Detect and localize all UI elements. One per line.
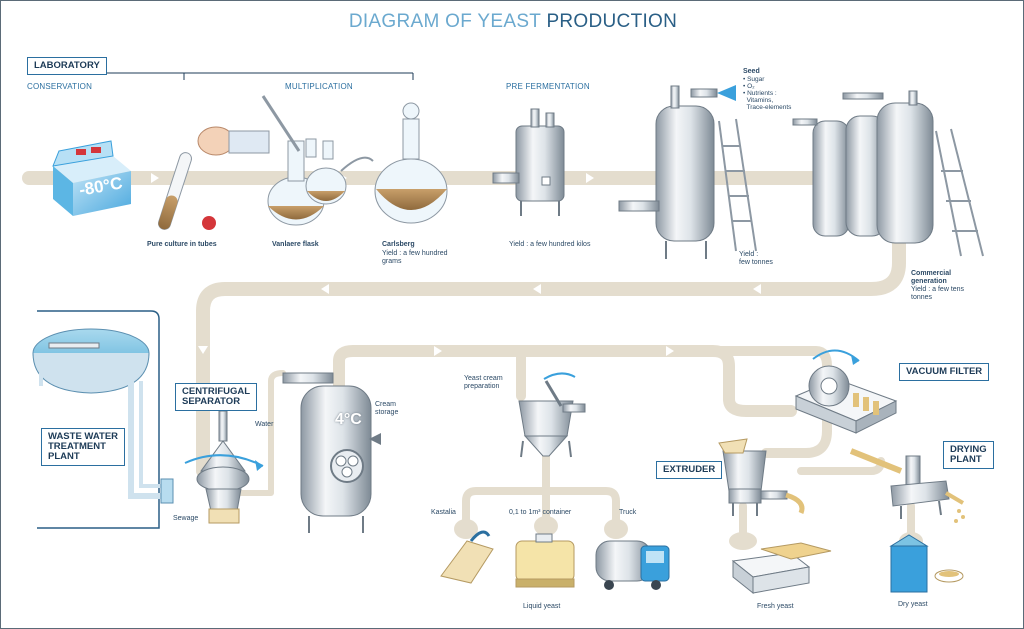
page-title: DIAGRAM OF YEAST PRODUCTION [1, 11, 1023, 33]
carlsberg-flask-icon [374, 102, 448, 224]
label-drying-plant: DRYING PLANT [943, 441, 994, 469]
label-waste-water-plant: WASTE WATER TREATMENT PLANT [41, 428, 126, 466]
vanlaere-flask-icon [261, 95, 374, 226]
kastalia-bag-icon [440, 519, 494, 584]
fresh-yeast-block-icon [729, 532, 832, 595]
label-commercial: Commercial generation [911, 270, 952, 285]
label-laboratory: LABORATORY [27, 57, 107, 75]
label-sewage: Sewage [173, 515, 199, 522]
label-seed-title: Seed [743, 68, 760, 75]
label-yeast-cream-prep: Yeast cream preparation [464, 375, 503, 390]
label-liquid-yeast: Liquid yeast [523, 603, 561, 610]
fermenter-tank-icon [618, 85, 757, 259]
yeast-cream-prep-icon [518, 372, 586, 458]
label-commercial-yield: Yield : a few tens tonnes [911, 286, 965, 301]
freezer-icon [52, 140, 131, 216]
vacuum-filter-icon [794, 349, 898, 434]
label-centrifugal-separator: CENTRIFUGAL SEPARATOR [175, 383, 258, 411]
drying-plant-icon [849, 448, 965, 523]
label-extruder: EXTRUDER [656, 461, 723, 479]
title-part-dark: PRODUCTION [546, 11, 678, 32]
extruder-icon [718, 438, 805, 516]
label-prefer-yield: Yield : a few hundred kilos [509, 241, 591, 248]
truck-icon [595, 519, 670, 590]
label-carlsberg-yield: Yield : a few hundred grams [382, 250, 448, 265]
label-kastalia: Kastalia [431, 509, 456, 516]
label-fresh-yeast: Fresh yeast [757, 603, 794, 610]
pre-fermentation-tank-icon [492, 108, 565, 216]
flow-arrows [151, 173, 761, 356]
label-vacuum-filter: VACUUM FILTER [899, 363, 990, 381]
label-cream-storage: Cream storage [375, 401, 399, 416]
label-pre-fermentation: PRE FERMENTATION [506, 82, 590, 91]
centrifugal-separator-icon [184, 410, 264, 524]
label-water: Water [255, 421, 274, 428]
dry-yeast-pack-icon [889, 532, 964, 593]
label-few-tonnes: Yield : few tonnes [739, 251, 773, 266]
label-vanlaere: Vanlaere flask [272, 241, 319, 248]
label-container: 0,1 to 1m³ container [509, 509, 572, 516]
label-tank-temp: 4°C [335, 411, 362, 428]
label-truck: Truck [619, 509, 637, 516]
title-part-light: DIAGRAM OF YEAST [348, 11, 547, 32]
label-multiplication: MULTIPLICATION [285, 82, 353, 91]
label-dry-yeast: Dry yeast [898, 601, 928, 608]
cream-storage-tank-icon [282, 372, 381, 533]
label-conservation: CONSERVATION [27, 82, 93, 91]
label-pure-culture: Pure culture in tubes [147, 241, 217, 248]
container-icon [515, 516, 575, 588]
label-seed-items: • Sugar • O₂ • Nutrients : Vitamins, Tra… [743, 76, 792, 111]
waste-water-plant-icon [32, 310, 174, 529]
culture-tube-icon [157, 126, 270, 230]
commercial-tanks-icon [792, 90, 984, 257]
label-carlsberg: Carlsberg [382, 241, 415, 248]
